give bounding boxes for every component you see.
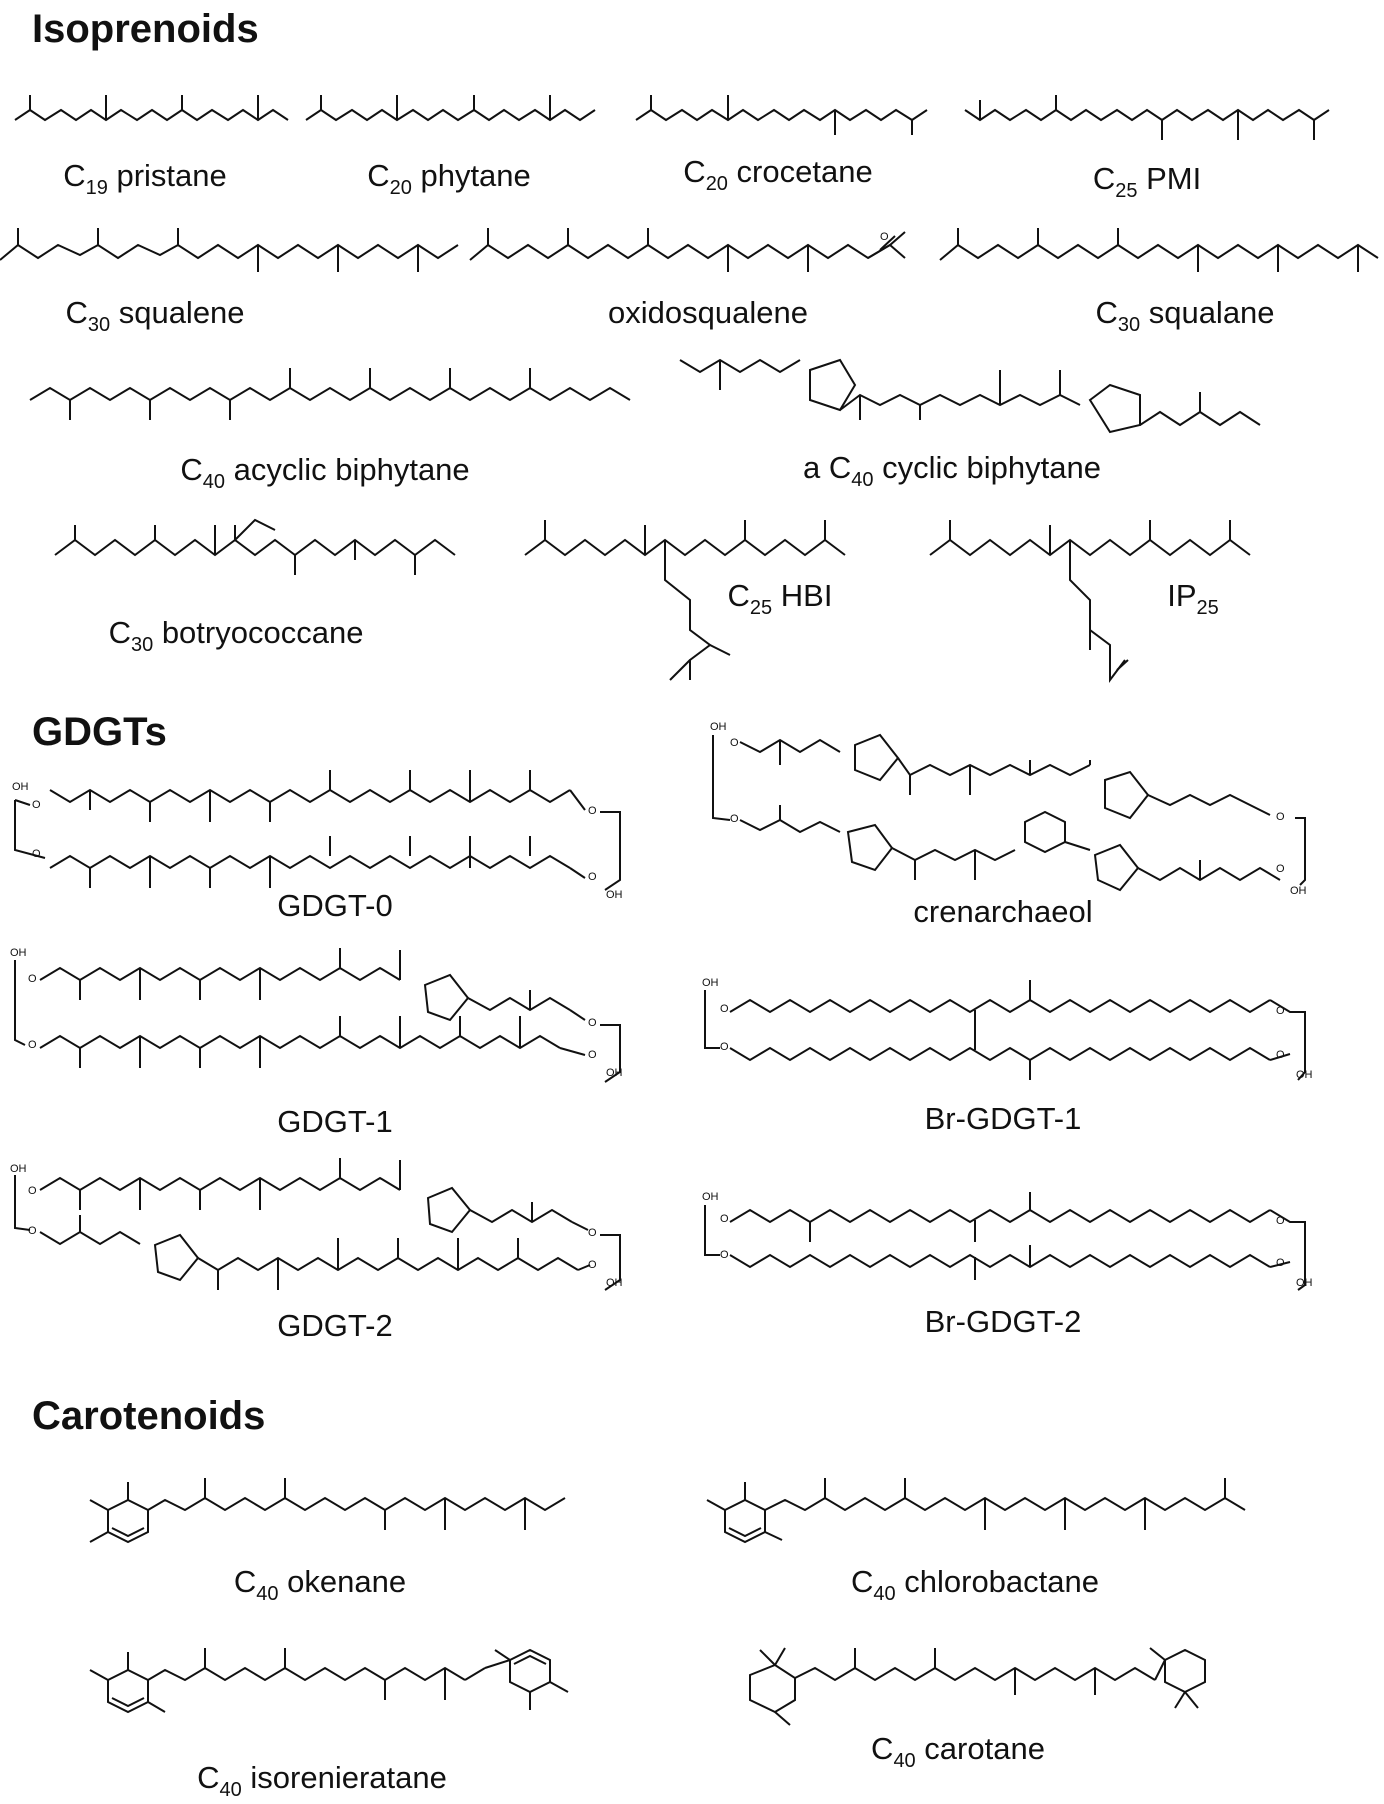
section-heading-carotenoids: Carotenoids xyxy=(32,1394,266,1438)
carotane-structure xyxy=(749,1647,1206,1726)
atom-o: O xyxy=(1276,1215,1285,1227)
label-gdgt2: GDGT-2 xyxy=(277,1308,393,1343)
label-hbi: C25 HBI xyxy=(727,578,833,619)
atom-o: O xyxy=(28,973,37,985)
label-acyclic-biphytane: C40 acyclic biphytane xyxy=(180,452,470,493)
label-gdgt1: GDGT-1 xyxy=(277,1104,393,1139)
crenarchaeol-structure xyxy=(712,733,1306,892)
label-pmi: C25 PMI xyxy=(1092,161,1202,202)
label-brgdgt2: Br-GDGT-2 xyxy=(924,1304,1082,1339)
atom-o: O xyxy=(720,1249,729,1261)
atom-o: O xyxy=(588,805,597,817)
atom-o: O xyxy=(28,1039,37,1051)
label-crenarchaeol: crenarchaeol xyxy=(913,894,1093,929)
ip25-structure xyxy=(929,520,1251,683)
atom-oh: OH xyxy=(1296,1277,1313,1289)
atom-oh: OH xyxy=(702,977,719,989)
atom-o: O xyxy=(588,1259,597,1271)
gdgt0-structure xyxy=(14,770,621,891)
atom-oh: OH xyxy=(10,1163,27,1175)
label-isorenieratane: C40 isorenieratane xyxy=(197,1760,447,1801)
atom-o: O xyxy=(720,1003,729,1015)
atom-oh: OH xyxy=(702,1191,719,1203)
label-brgdgt1: Br-GDGT-1 xyxy=(924,1101,1082,1136)
okenane-structure xyxy=(89,1478,566,1544)
section-heading-isoprenoids: Isoprenoids xyxy=(32,7,259,51)
atom-o: O xyxy=(588,1227,597,1239)
label-oxidosqualene: oxidosqualene xyxy=(608,295,808,330)
atom-o: O xyxy=(28,1225,37,1237)
brgdgt2-structure xyxy=(704,1192,1306,1291)
atom-oh: OH xyxy=(710,721,727,733)
isorenieratane-structure xyxy=(89,1648,569,1714)
atom-oh: OH xyxy=(606,1067,623,1079)
label-phytane: C20 phytane xyxy=(367,158,531,199)
label-ip25: IP25 xyxy=(1167,578,1219,619)
section-heading-gdgts: GDGTs xyxy=(32,710,167,754)
gdgt1-structure xyxy=(14,948,621,1083)
atom-oh: OH xyxy=(1290,885,1307,897)
phytane-structure xyxy=(305,95,596,122)
atom-o: O xyxy=(1276,1005,1285,1017)
label-botryococcane: C30 botryococcane xyxy=(108,615,364,656)
hbi-structure xyxy=(524,520,846,681)
atom-oh: OH xyxy=(606,1277,623,1289)
atom-o: O xyxy=(1276,811,1285,823)
label-pristane: C19 pristane xyxy=(63,158,227,199)
pristane-structure xyxy=(14,95,289,122)
atom-o: O xyxy=(32,848,41,860)
atom-oh: OH xyxy=(606,889,623,901)
atom-o: O xyxy=(1276,1049,1285,1061)
label-squalane: C30 squalane xyxy=(1095,295,1275,336)
botryococcane-structure xyxy=(54,518,456,575)
atom-o: O xyxy=(588,1049,597,1061)
atom-oh: OH xyxy=(10,947,27,959)
atom-oh: OH xyxy=(1296,1069,1313,1081)
atom-o: O xyxy=(588,871,597,883)
atom-o: O xyxy=(1276,863,1285,875)
atom-o: O xyxy=(730,737,739,749)
crocetane-structure xyxy=(635,95,928,135)
chlorobactane-structure xyxy=(706,1478,1246,1544)
label-okenane: C40 okenane xyxy=(233,1564,407,1605)
squalene-structure xyxy=(0,228,459,272)
cyclic-biphytane-structure xyxy=(679,358,1261,434)
acyclic-biphytane-structure xyxy=(29,368,631,420)
pmi-structure xyxy=(964,95,1330,140)
atom-o: O xyxy=(730,813,739,825)
atom-oh: OH xyxy=(12,781,29,793)
atom-o: O xyxy=(32,799,41,811)
squalane-structure xyxy=(939,228,1379,272)
label-carotane: C40 carotane xyxy=(871,1731,1045,1772)
brgdgt1-structure xyxy=(704,980,1306,1081)
label-squalene: C30 squalene xyxy=(65,295,245,336)
label-chlorobactane: C40 chlorobactane xyxy=(850,1564,1100,1605)
atom-o: O xyxy=(720,1041,729,1053)
label-gdgt0: GDGT-0 xyxy=(277,888,393,923)
label-cyclic-biphytane: a C40 cyclic biphytane xyxy=(803,450,1101,491)
gdgt2-structure xyxy=(14,1158,621,1291)
atom-o: O xyxy=(588,1017,597,1029)
atom-o: O xyxy=(720,1213,729,1225)
oxidosqualene-structure xyxy=(469,228,906,272)
atom-o: O xyxy=(1276,1257,1285,1269)
label-crocetane: C20 crocetane xyxy=(683,154,873,195)
atom-o: O xyxy=(880,231,889,243)
atom-o: O xyxy=(28,1185,37,1197)
